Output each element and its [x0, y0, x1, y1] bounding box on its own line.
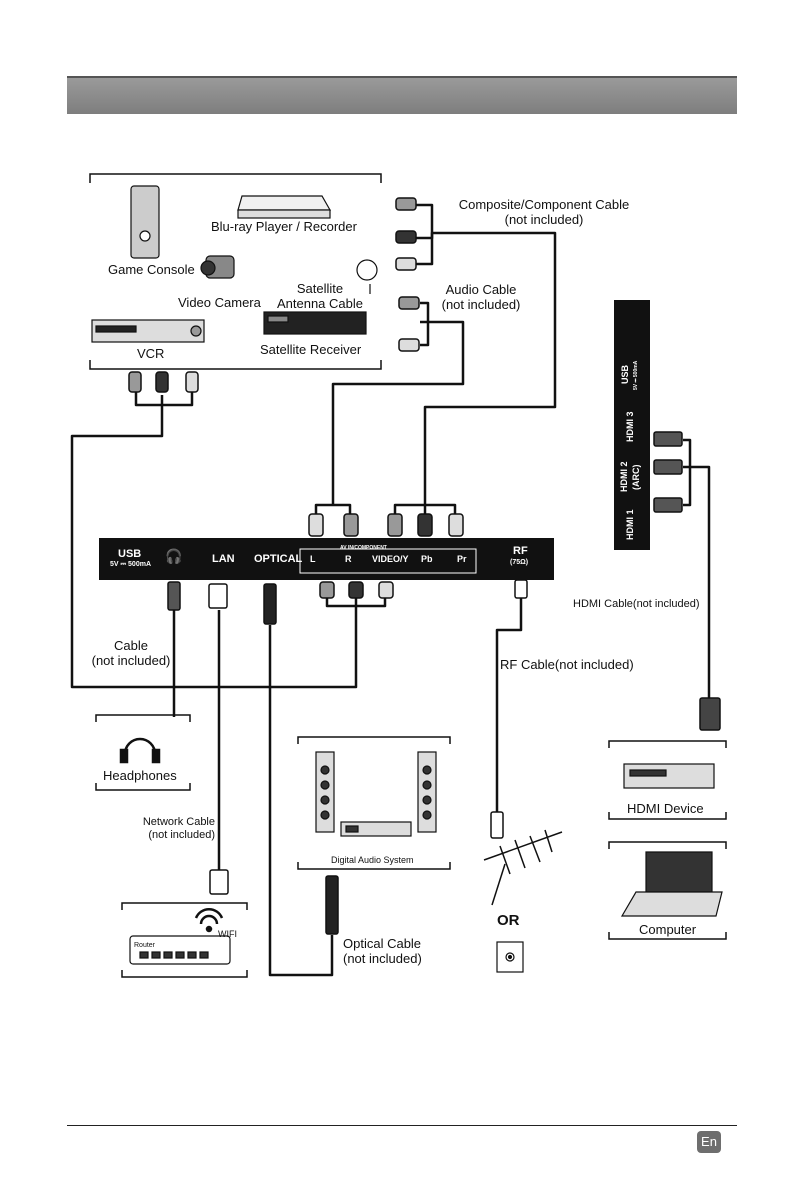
rear-pb-label: Pb [421, 554, 433, 564]
hdmi-device-bracket [608, 740, 727, 820]
optical-cable-label: Optical Cable (not included) [343, 936, 422, 966]
speaker-left-icon [315, 751, 335, 833]
headphone-jack-icon: 🎧 [165, 548, 183, 564]
composite-cable-label: Composite/Component Cable (not included) [458, 197, 630, 227]
computer-bracket [608, 841, 727, 940]
audio-cable-label: Audio Cable (not included) [441, 282, 521, 312]
satellite-receiver-label: Satellite Receiver [260, 342, 362, 357]
side-usb-rating-label: 5V ⎓ 500mA [633, 360, 639, 390]
rear-rf-label: RF [513, 545, 528, 557]
rear-usb-rating-label: 5V ⎓ 500mA [110, 561, 151, 568]
laptop-icon [620, 851, 723, 917]
vcr-cable-line [70, 395, 358, 689]
side-hdmi3-label: HDMI 3 [625, 411, 635, 442]
video-camera-label: Video Camera [178, 295, 261, 310]
router-label: Router [134, 942, 156, 949]
side-hdmi2-arc-label: (ARC) [631, 464, 641, 491]
composite-plugs [395, 197, 420, 352]
hdmi-cable-label: HDMI Cable(not included) [573, 598, 700, 610]
section-header-bar [67, 76, 737, 114]
bluray-label: Blu-ray Player / Recorder [211, 219, 357, 234]
speaker-right-icon [417, 751, 437, 833]
rear-lan-label: LAN [212, 553, 235, 565]
audio-cable-line [331, 320, 465, 505]
side-hdmi1-label: HDMI 1 [625, 509, 635, 540]
source-devices-bracket [89, 173, 382, 370]
language-badge: En [697, 1131, 721, 1153]
headphones-icon [119, 737, 161, 764]
hdmi-cable-line [683, 465, 711, 698]
hdmi-device-label: HDMI Device [627, 801, 704, 816]
rear-video-y-label: VIDEO/Y [372, 554, 409, 564]
headphones-bracket [95, 714, 191, 791]
rear-av-in-component-label: AV IN/COMPONENT [340, 545, 387, 551]
hdmi-device-icon [623, 763, 715, 789]
rear-l-label: L [310, 554, 316, 564]
footer-rule [67, 1125, 737, 1126]
wifi-icon [194, 908, 224, 933]
or-label: OR [497, 912, 520, 929]
rf-cable-label: RF Cable(not included) [500, 657, 634, 672]
bluray-icon [237, 195, 332, 219]
computer-label: Computer [639, 922, 697, 937]
rear-r-label: R [345, 554, 352, 564]
satellite-antenna-cable-label: Satellite Antenna Cable [276, 281, 363, 311]
video-camera-icon [200, 255, 235, 279]
network-cable-label: Network Cable (not included) [142, 816, 215, 841]
satellite-receiver-icon [263, 311, 367, 335]
optical-cable-line [268, 625, 334, 977]
side-hdmi2-label: HDMI 2 [619, 461, 629, 492]
antenna-icon [483, 829, 563, 906]
router-icon [129, 935, 231, 965]
headphones-label: Headphones [103, 768, 177, 783]
game-console-icon [130, 185, 160, 259]
audio-system-bracket [297, 736, 451, 870]
audio-receiver-icon [340, 821, 412, 837]
router-bracket [121, 902, 248, 978]
wifi-label: WIFI [218, 929, 237, 939]
tv-side-panel [614, 300, 650, 550]
wall-outlet-icon [496, 941, 524, 973]
game-console-label: Game Console [108, 262, 195, 277]
rf-cable-line [495, 598, 523, 812]
vcr-icon [91, 319, 205, 343]
satellite-dish-icon [356, 259, 378, 294]
av-cable-label: Cable (not included) [91, 638, 171, 668]
side-usb-label: USB [620, 364, 630, 384]
vcr-label: VCR [137, 346, 165, 361]
composite-cable-line [416, 231, 557, 515]
rear-pr-label: Pr [457, 554, 467, 564]
digital-audio-system-label: Digital Audio System [331, 855, 414, 865]
rear-optical-label: OPTICAL [254, 553, 303, 565]
rear-usb-label: USB [118, 548, 142, 560]
rear-rf-ohm-label: (75Ω) [510, 559, 529, 566]
